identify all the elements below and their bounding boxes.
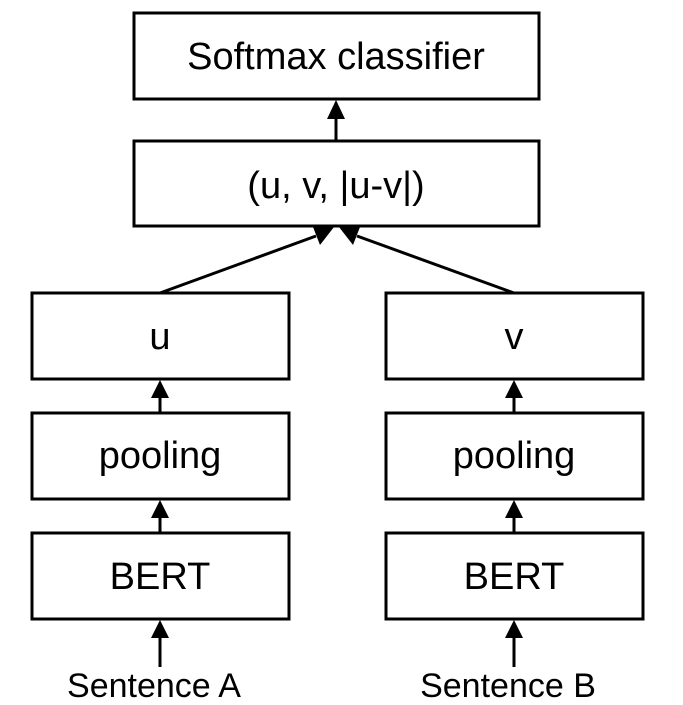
bert-a-label: BERT: [110, 556, 211, 598]
v-node: v: [384, 291, 645, 381]
pooling-a-node: pooling: [30, 411, 291, 501]
concat-node: (u, v, |u-v|): [132, 139, 541, 228]
softmax-classifier-node: Softmax classifier: [132, 11, 541, 101]
softmax-classifier-label: Softmax classifier: [187, 36, 485, 78]
pooling-b-label: pooling: [453, 435, 576, 477]
arrow-bert-b-to-pooling-b: [505, 500, 523, 533]
v-label: v: [505, 316, 524, 358]
bert-a-node: BERT: [30, 531, 291, 621]
arrow-pooling-a-to-u: [151, 380, 169, 413]
bert-b-node: BERT: [384, 531, 645, 621]
arrow-u-to-concat: [159, 227, 334, 295]
arrow-bert-a-to-pooling-a: [151, 500, 169, 533]
pooling-b-node: pooling: [384, 411, 645, 501]
u-label: u: [149, 316, 170, 358]
sentence-b-label: Sentence B: [420, 667, 596, 705]
arrow-concat-to-softmax: [327, 100, 345, 141]
arrow-sentence-a-to-bert-a: [151, 620, 169, 667]
concat-label: (u, v, |u-v|): [247, 165, 424, 207]
pooling-a-label: pooling: [99, 435, 222, 477]
arrow-pooling-b-to-v: [505, 380, 523, 413]
arrow-sentence-b-to-bert-b: [505, 620, 523, 667]
sentence-a-label: Sentence A: [67, 667, 241, 705]
arrow-v-to-concat: [339, 227, 515, 295]
u-node: u: [30, 291, 291, 381]
bert-b-label: BERT: [464, 556, 565, 598]
